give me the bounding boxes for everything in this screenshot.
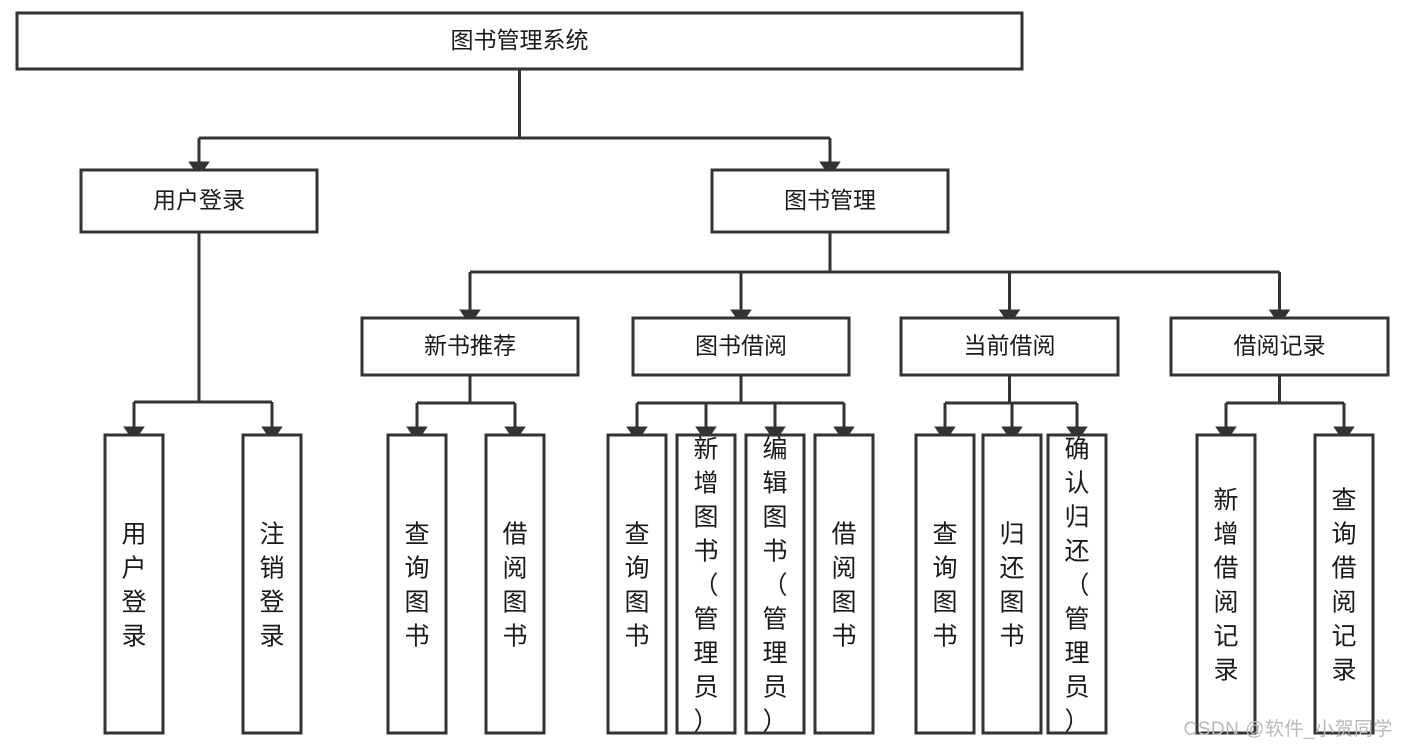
node-box-leaf-logout xyxy=(241,433,303,735)
node-box-leaf-query-book-1 xyxy=(386,433,448,735)
node-box-leaf-return-book xyxy=(981,433,1043,735)
node-box-leaf-confirm-return xyxy=(1046,433,1108,735)
node-label-book-manage: 图书管理 xyxy=(784,187,876,213)
node-box-leaf-borrow-book-2 xyxy=(813,433,875,735)
node-leaf-return-book[interactable]: 归还图书 xyxy=(981,433,1043,735)
edges-layer xyxy=(123,69,1355,443)
node-label-root: 图书管理系统 xyxy=(451,27,589,53)
node-leaf-logout[interactable]: 注销登录 xyxy=(241,433,303,735)
node-label-leaf-logout: 注销登录 xyxy=(259,521,284,651)
node-label-leaf-add-book: 新增图书（管理员） xyxy=(693,436,718,736)
node-label-current-borrow: 当前借阅 xyxy=(964,333,1056,359)
node-leaf-query-book-3[interactable]: 查询图书 xyxy=(914,433,976,735)
node-root[interactable]: 图书管理系统 xyxy=(15,11,1024,71)
node-leaf-borrow-book-1[interactable]: 借阅图书 xyxy=(484,433,546,735)
node-label-leaf-query-book-3: 查询图书 xyxy=(932,521,957,651)
node-leaf-query-book-1[interactable]: 查询图书 xyxy=(386,433,448,735)
node-box-leaf-query-record xyxy=(1313,433,1375,735)
node-label-leaf-query-book-2: 查询图书 xyxy=(624,521,649,651)
node-label-new-book-rec: 新书推荐 xyxy=(424,333,516,359)
node-label-leaf-query-record: 查询借阅记录 xyxy=(1331,487,1356,685)
node-label-leaf-edit-book: 编辑图书（管理员） xyxy=(762,436,787,736)
node-box-leaf-query-book-2 xyxy=(606,433,668,735)
node-label-leaf-confirm-return: 确认归还（管理员） xyxy=(1064,436,1089,736)
node-label-borrow-record: 借阅记录 xyxy=(1234,333,1326,359)
node-book-manage[interactable]: 图书管理 xyxy=(710,168,950,234)
node-leaf-user-login[interactable]: 用户登录 xyxy=(103,433,165,735)
node-box-book-manage xyxy=(710,168,950,234)
node-box-leaf-add-record xyxy=(1195,433,1257,735)
node-leaf-query-book-2[interactable]: 查询图书 xyxy=(606,433,668,735)
node-leaf-confirm-return[interactable]: 确认归还（管理员） xyxy=(1046,433,1108,736)
node-leaf-query-record[interactable]: 查询借阅记录 xyxy=(1313,433,1375,735)
node-box-borrow-record xyxy=(1169,316,1390,377)
node-book-borrow[interactable]: 图书借阅 xyxy=(631,316,851,377)
node-leaf-add-record[interactable]: 新增借阅记录 xyxy=(1195,433,1257,735)
node-box-leaf-user-login xyxy=(103,433,165,735)
node-box-current-borrow xyxy=(899,316,1120,377)
node-leaf-borrow-book-2[interactable]: 借阅图书 xyxy=(813,433,875,735)
node-box-user-login xyxy=(79,168,319,234)
node-box-leaf-add-book xyxy=(675,433,737,735)
node-label-leaf-borrow-book-1: 借阅图书 xyxy=(502,521,527,651)
node-leaf-edit-book[interactable]: 编辑图书（管理员） xyxy=(744,433,806,736)
node-label-user-login: 用户登录 xyxy=(153,187,245,213)
node-leaf-add-book[interactable]: 新增图书（管理员） xyxy=(675,433,737,736)
node-box-root xyxy=(15,11,1024,71)
node-current-borrow[interactable]: 当前借阅 xyxy=(899,316,1120,377)
node-user-login[interactable]: 用户登录 xyxy=(79,168,319,234)
node-label-leaf-borrow-book-2: 借阅图书 xyxy=(831,521,856,651)
node-box-new-book-rec xyxy=(360,316,580,377)
node-box-leaf-query-book-3 xyxy=(914,433,976,735)
node-box-book-borrow xyxy=(631,316,851,377)
node-label-leaf-query-book-1: 查询图书 xyxy=(404,521,429,651)
node-label-book-borrow: 图书借阅 xyxy=(695,333,787,359)
node-box-leaf-borrow-book-1 xyxy=(484,433,546,735)
node-label-leaf-add-record: 新增借阅记录 xyxy=(1213,487,1238,685)
nodes-layer: 图书管理系统用户登录图书管理新书推荐图书借阅当前借阅借阅记录用户登录注销登录查询… xyxy=(15,11,1390,736)
node-label-leaf-return-book: 归还图书 xyxy=(999,521,1024,651)
node-label-leaf-user-login: 用户登录 xyxy=(121,521,146,651)
node-box-leaf-edit-book xyxy=(744,433,806,735)
node-borrow-record[interactable]: 借阅记录 xyxy=(1169,316,1390,377)
node-new-book-rec[interactable]: 新书推荐 xyxy=(360,316,580,377)
